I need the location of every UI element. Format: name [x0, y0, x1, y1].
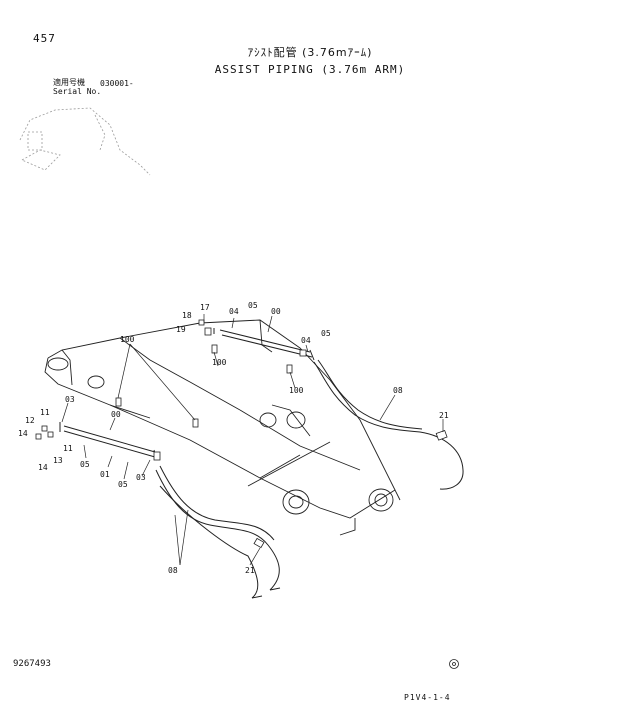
callout-17: 17 — [200, 303, 210, 312]
callout-08-upper: 08 — [393, 386, 403, 395]
callout-05-lower-left: 05 — [80, 460, 90, 469]
title-japanese: ｱｼｽﾄ配管 (3.76mｱｰﾑ) — [247, 46, 373, 59]
page-code: P1V4-1-4 — [404, 693, 451, 702]
callout-04-right: 04 — [301, 336, 311, 345]
callout-13: 13 — [53, 456, 63, 465]
callout-00-lower: 00 — [111, 410, 121, 419]
callout-03-left: 03 — [65, 395, 75, 404]
callout-00-upper: 00 — [271, 307, 281, 316]
upper-pipe — [213, 328, 315, 361]
callout-05-right: 05 — [321, 329, 331, 338]
callout-05-upper: 05 — [248, 301, 258, 310]
callout-05-lower: 05 — [118, 480, 128, 489]
callout-01: 01 — [100, 470, 110, 479]
lower-hoses — [155, 465, 281, 599]
title-english: ASSIST PIPING (3.76m ARM) — [214, 63, 406, 76]
callout-labels: 17 18 19 04 05 00 04 05 100 100 100 08 2… — [18, 301, 449, 575]
machine-thumbnail — [19, 107, 151, 176]
serial-label-japanese: 適用号機 — [53, 78, 85, 87]
page-number: 457 — [33, 32, 56, 45]
serial-label-english: Serial No. — [53, 87, 102, 96]
callout-11-upper: 11 — [40, 408, 50, 417]
callout-21-upper: 21 — [439, 411, 449, 420]
serial-number-value: 030001- — [100, 79, 134, 88]
callout-21-lower: 21 — [245, 566, 255, 575]
callout-03-lower: 03 — [136, 473, 146, 482]
arm-structure — [44, 319, 401, 536]
callout-100-left: 100 — [120, 335, 135, 344]
callout-100-right: 100 — [289, 386, 304, 395]
callout-100-middle: 100 — [212, 358, 227, 367]
leader-lines — [61, 314, 444, 566]
drawing-number: 9267493 — [13, 659, 51, 669]
callout-12: 12 — [25, 416, 35, 425]
callout-18: 18 — [182, 311, 192, 320]
callout-04-upper: 04 — [229, 307, 239, 316]
revision-marker-icon — [449, 659, 459, 669]
callout-19: 19 — [176, 325, 186, 334]
lower-pipe — [59, 422, 158, 461]
callout-14-lower: 14 — [38, 463, 48, 472]
fittings — [35, 319, 448, 549]
callout-08-lower: 08 — [168, 566, 178, 575]
upper-hose — [313, 359, 464, 490]
callout-14-upper: 14 — [18, 429, 28, 438]
callout-11-lower: 11 — [63, 444, 73, 453]
